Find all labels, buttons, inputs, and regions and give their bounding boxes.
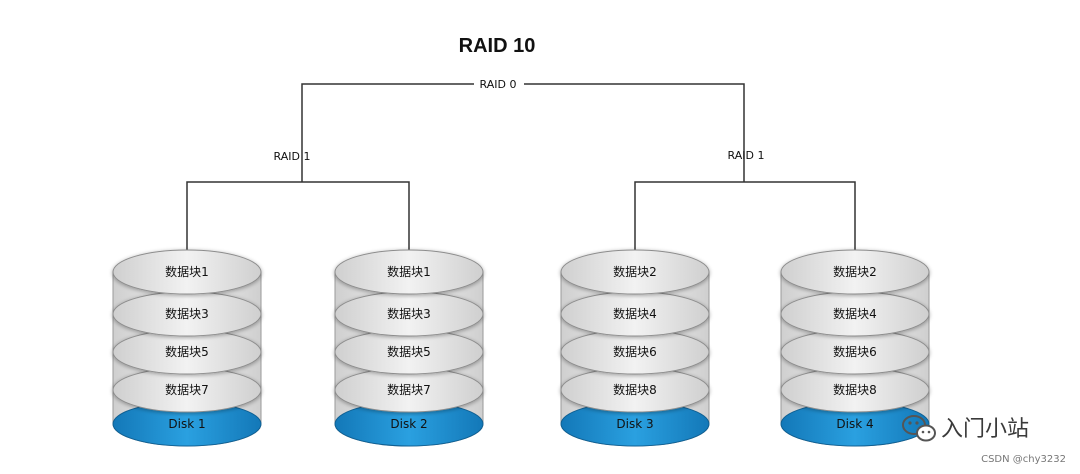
data-block-ring <box>334 249 484 295</box>
data-block-label: 数据块5 <box>387 344 431 359</box>
connector-lines <box>186 83 856 258</box>
raid0-label-bg <box>474 76 524 90</box>
data-block-ring <box>560 249 710 295</box>
data-block-label: 数据块6 <box>833 344 877 359</box>
raid1-left-bracket <box>186 181 410 258</box>
raid1-right-bracket <box>634 181 856 258</box>
watermark: 入门小站 CSDN @chy3232 <box>902 415 1066 465</box>
data-block-label: 数据块3 <box>387 306 431 321</box>
data-block-label: 数据块4 <box>613 306 657 321</box>
data-block-label: 数据块2 <box>833 264 877 279</box>
data-block-ring <box>112 249 262 295</box>
data-block-label: 数据块1 <box>387 264 431 279</box>
raid0-bracket <box>301 83 745 182</box>
disk-label: Disk 1 <box>168 417 205 431</box>
data-block-label: 数据块1 <box>165 264 209 279</box>
data-block-label: 数据块7 <box>387 382 431 397</box>
data-block-label: 数据块3 <box>165 306 209 321</box>
raid0-label: RAID 0 <box>480 78 517 91</box>
watermark-credit: CSDN @chy3232 <box>981 454 1066 465</box>
disk-label: Disk 4 <box>836 417 873 431</box>
disk-label: Disk 3 <box>616 417 653 431</box>
wechat-icon <box>902 415 936 442</box>
data-block-label: 数据块7 <box>165 382 209 397</box>
raid1-right-label: RAID 1 <box>728 149 765 162</box>
data-block-label: 数据块4 <box>833 306 877 321</box>
data-block-label: 数据块6 <box>613 344 657 359</box>
data-block-label: 数据块8 <box>613 382 657 397</box>
data-block-ring <box>780 249 930 295</box>
raid1-left-label: RAID 1 <box>274 150 311 163</box>
diagram-title: RAID 10 <box>459 35 536 57</box>
data-block-label: 数据块2 <box>613 264 657 279</box>
disk-label: Disk 2 <box>390 417 427 431</box>
data-block-label: 数据块8 <box>833 382 877 397</box>
data-block-label: 数据块5 <box>165 344 209 359</box>
watermark-text: 入门小站 <box>941 417 1029 442</box>
